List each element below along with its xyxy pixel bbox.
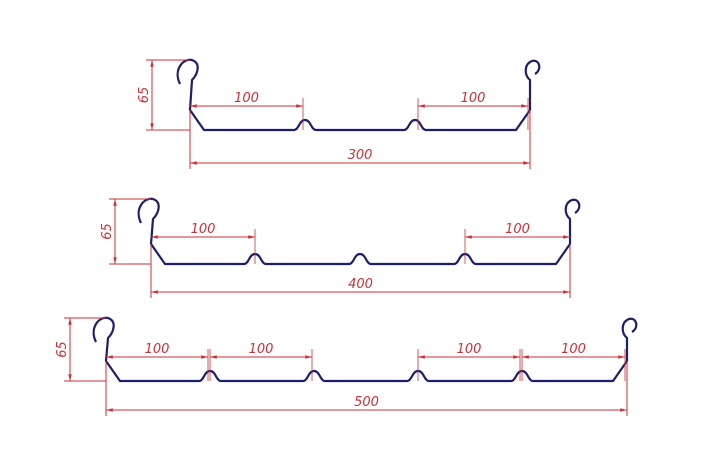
arrowhead	[305, 355, 312, 359]
arrowhead	[113, 257, 117, 264]
arrowhead	[151, 290, 158, 294]
arrowhead	[106, 408, 113, 412]
segment-dimension-label: 100	[461, 91, 486, 106]
arrowhead	[620, 408, 627, 412]
arrowhead	[523, 161, 530, 165]
arrowhead	[418, 104, 425, 108]
segment-dimension-label: 100	[457, 342, 482, 357]
arrowhead	[201, 355, 208, 359]
arrowhead	[618, 355, 625, 359]
height-dimension-label: 65	[137, 87, 152, 104]
total-width-label: 400	[348, 277, 373, 292]
height-dimension-label: 65	[100, 223, 115, 240]
segment-dimension-label: 100	[234, 91, 259, 106]
segment-dimension-label: 100	[191, 222, 216, 237]
segment-dimension-label: 100	[249, 342, 274, 357]
arrowhead	[522, 355, 529, 359]
arrowhead	[68, 318, 72, 325]
arrowhead	[68, 374, 72, 381]
profile-outline	[92, 316, 638, 383]
arrowhead	[418, 355, 425, 359]
arrowhead	[113, 199, 117, 206]
arrowhead	[106, 355, 113, 359]
profile-outline	[137, 197, 581, 266]
profile-300: 65 100 100 300	[137, 58, 541, 169]
arrowhead	[563, 290, 570, 294]
arrowhead	[563, 235, 570, 239]
arrowhead	[465, 235, 472, 239]
arrowhead	[248, 235, 255, 239]
total-width-label: 300	[348, 148, 373, 163]
arrowhead	[190, 104, 197, 108]
profile-400: 65 100 100 400	[100, 197, 581, 298]
arrowhead	[150, 123, 154, 130]
arrowhead	[190, 161, 197, 165]
profile-outline	[176, 58, 541, 132]
arrowhead	[210, 355, 217, 359]
height-dimension-label: 65	[55, 341, 70, 358]
total-width-label: 500	[354, 395, 379, 410]
segment-dimension-label: 100	[505, 222, 530, 237]
segment-dimension-label: 100	[145, 342, 170, 357]
arrowhead	[513, 355, 520, 359]
arrowhead	[296, 104, 303, 108]
arrowhead	[150, 60, 154, 67]
arrowhead	[151, 235, 158, 239]
segment-dimension-label: 100	[561, 342, 586, 357]
arrowhead	[521, 104, 528, 108]
profile-500: 65 100 100 100 100 500	[55, 316, 638, 416]
